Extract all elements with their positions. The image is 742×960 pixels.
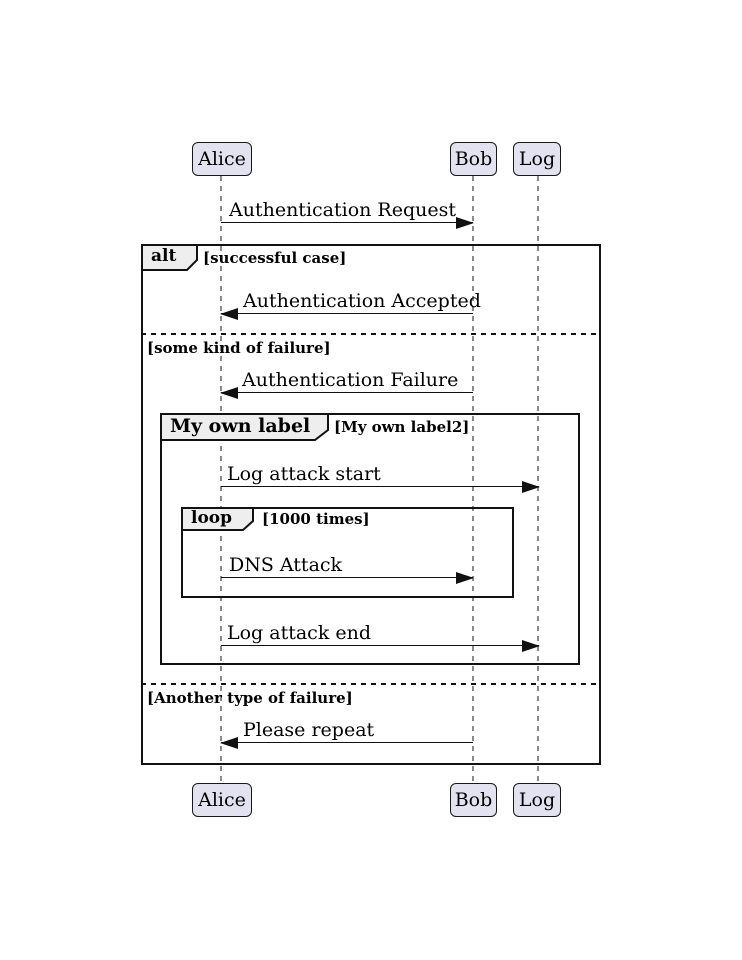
lifeline-log xyxy=(537,176,539,783)
alt-operator-tab: alt xyxy=(141,244,198,271)
alt-guard-label: [successful case] xyxy=(203,249,347,267)
arrowhead-right-icon xyxy=(522,481,540,493)
loop-operator-tab: loop xyxy=(181,507,254,531)
alt-else-guard-2: [Another type of failure] xyxy=(147,689,353,707)
lifeline-alice xyxy=(220,176,222,783)
message-arrow-please-repeat xyxy=(220,736,473,750)
message-label-please-repeat: Please repeat xyxy=(243,719,375,741)
message-label-log-attack-start: Log attack start xyxy=(227,463,381,485)
pentagon-shape xyxy=(181,507,254,531)
arrowhead-left-icon xyxy=(220,308,238,320)
arrowhead-left-icon xyxy=(220,737,238,749)
participant-log-label: Log xyxy=(518,788,556,811)
participant-bob-label: Bob xyxy=(454,788,493,811)
message-arrow-authentication-failure xyxy=(220,386,473,400)
participant-bob-top: Bob xyxy=(450,142,497,176)
loop-guard-label: [1000 times] xyxy=(262,510,370,528)
loop-operator-label: loop xyxy=(191,507,233,528)
message-arrow-authentication-request xyxy=(221,216,474,230)
loop-frame xyxy=(181,507,514,598)
lifeline-bob xyxy=(472,176,474,783)
group-frame xyxy=(160,413,580,665)
participant-log-top: Log xyxy=(513,142,561,176)
message-label-authentication-accepted: Authentication Accepted xyxy=(243,290,481,312)
participant-bob-bottom: Bob xyxy=(450,783,497,817)
message-label-dns-attack: DNS Attack xyxy=(229,554,343,576)
participant-bob-label: Bob xyxy=(454,147,493,170)
participant-log-label: Log xyxy=(518,147,556,170)
group-operator-label: My own label xyxy=(170,414,311,437)
message-arrow-authentication-accepted xyxy=(220,307,473,321)
arrow-line xyxy=(221,392,473,393)
participant-log-bottom: Log xyxy=(513,783,561,817)
participant-alice-bottom: Alice xyxy=(192,783,252,817)
alt-frame xyxy=(141,244,601,765)
arrowhead-right-icon xyxy=(456,572,474,584)
arrow-line xyxy=(221,577,473,578)
alt-divider-1 xyxy=(141,333,601,335)
arrow-line xyxy=(221,742,473,743)
alt-divider-2 xyxy=(141,683,601,685)
arrowhead-left-icon xyxy=(220,387,238,399)
arrow-line xyxy=(221,313,473,314)
pentagon-shape xyxy=(160,413,329,441)
message-label-log-attack-end: Log attack end xyxy=(227,622,372,644)
message-arrow-log-attack-end xyxy=(221,639,540,653)
message-arrow-log-attack-start xyxy=(221,480,540,494)
participant-alice-top: Alice xyxy=(192,142,252,176)
arrow-line xyxy=(221,222,473,223)
arrow-line xyxy=(221,645,539,646)
arrowhead-right-icon xyxy=(522,640,540,652)
participant-alice-label: Alice xyxy=(198,788,246,811)
message-label-authentication-failure: Authentication Failure xyxy=(242,369,459,391)
message-arrow-dns-attack xyxy=(221,571,474,585)
message-label-authentication-request: Authentication Request xyxy=(229,199,456,221)
arrow-line xyxy=(221,486,539,487)
participant-alice-label: Alice xyxy=(198,147,246,170)
group-operator-tab: My own label xyxy=(160,413,329,441)
alt-else-guard-1: [some kind of failure] xyxy=(147,339,331,357)
alt-operator-label: alt xyxy=(151,246,177,266)
pentagon-shape xyxy=(141,244,198,271)
arrowhead-right-icon xyxy=(456,217,474,229)
group-guard-label: [My own label2] xyxy=(334,418,470,436)
